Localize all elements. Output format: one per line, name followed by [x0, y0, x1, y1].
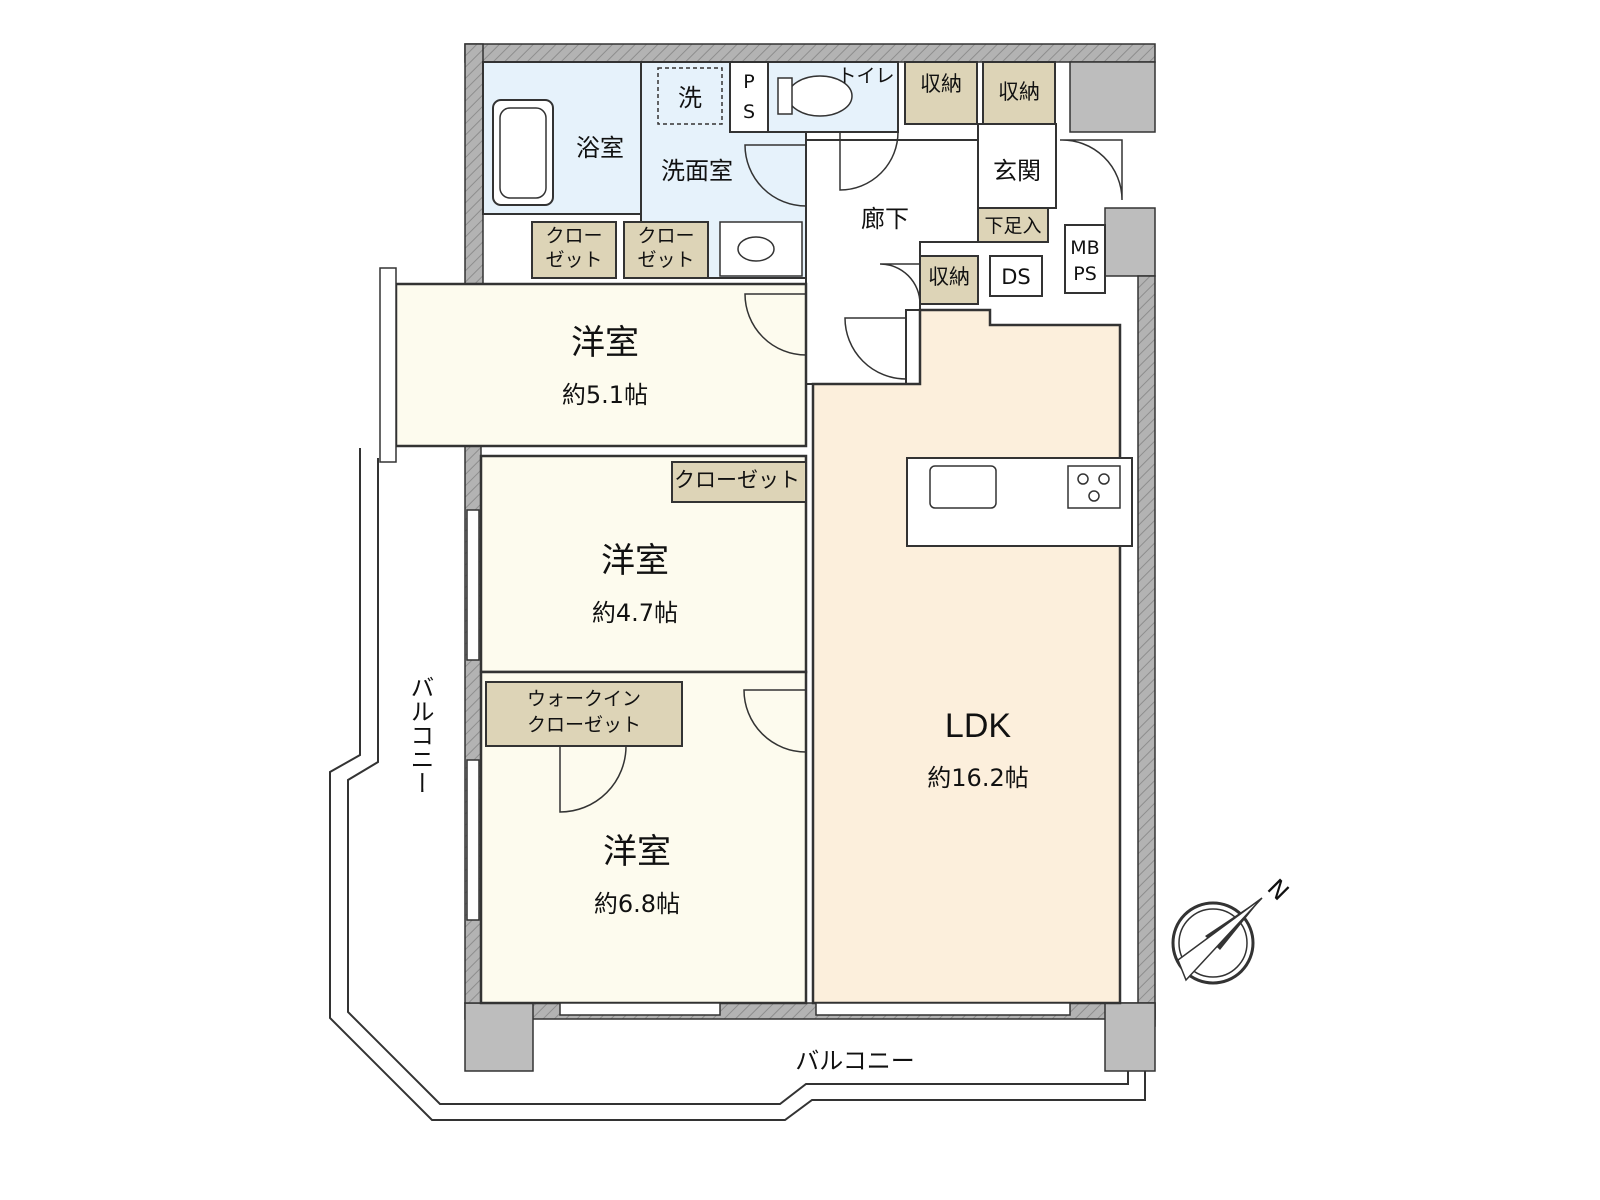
room3-size: 約6.8帖: [594, 890, 680, 918]
room2-size: 約4.7帖: [592, 599, 678, 627]
burner-1: [1077, 473, 1089, 485]
column-bottom-right: [1104, 1002, 1156, 1072]
ds-label: DS: [1001, 265, 1031, 289]
stove: [1067, 465, 1121, 509]
washer-pan: [657, 67, 723, 125]
kitchen-sink: [929, 465, 997, 509]
ldk-label: LDK: [945, 707, 1011, 745]
ps-label-p: P: [743, 71, 754, 93]
burner-2: [1098, 473, 1110, 485]
closet-a-label-1: クロー: [545, 225, 602, 247]
ps-shaft-top: [729, 61, 769, 133]
storage-c: [919, 255, 979, 305]
door-swing-toilet: [839, 131, 899, 191]
closet-b-label-1: クロー: [637, 225, 694, 247]
compass-icon: N: [1171, 874, 1294, 985]
ldk-area: [811, 308, 1122, 1005]
door-swing-wic: [559, 745, 627, 813]
toilet-tank: [777, 77, 793, 115]
bathtub: [492, 99, 554, 206]
mbps-shaft: [1064, 224, 1106, 294]
bath-label: 浴室: [576, 134, 624, 162]
sink-basin: [737, 236, 775, 262]
room1-size: 約5.1帖: [562, 381, 648, 409]
balcony-bottom-label: バルコニー: [795, 1047, 915, 1075]
ldk-size: 約16.2帖: [927, 764, 1028, 792]
wic-label-1: ウォークイン: [527, 688, 641, 710]
toilet-label: トイレ: [837, 65, 894, 87]
storage-b: [982, 61, 1056, 125]
mbps-label-2: PS: [1073, 263, 1097, 285]
storage-a-label: 収納: [920, 72, 962, 96]
balcony-outline: [329, 448, 1146, 1121]
burner-3: [1088, 490, 1100, 502]
wall-column-right: [1104, 207, 1156, 277]
door-swing-room3: [743, 689, 807, 753]
mbps-label-1: MB: [1070, 237, 1099, 259]
wic-label-2: クローゼット: [527, 714, 641, 736]
room1-window: [379, 267, 397, 463]
window-room2: [466, 509, 480, 661]
room1-label: 洋室: [571, 323, 639, 363]
storage-c-label: 収納: [928, 265, 970, 289]
room3-label: 洋室: [603, 832, 671, 872]
compass-label: N: [1262, 874, 1294, 906]
door-swing-washroom: [744, 144, 807, 207]
closet-b-label-2: ゼット: [637, 249, 694, 271]
washroom-label: 洗面室: [661, 157, 733, 185]
closet-b: [623, 221, 709, 279]
room2-label: 洋室: [601, 541, 669, 581]
corridor-label: 廊下: [861, 205, 909, 233]
ds-shaft: [989, 255, 1043, 297]
column-bottom-left: [464, 1002, 534, 1072]
wall-right-top: [1069, 61, 1156, 133]
shoe-cabinet: [977, 207, 1049, 243]
window-room3: [466, 759, 480, 921]
window-bottom-2: [815, 1002, 1071, 1016]
balcony-side-label: バルコニー: [406, 675, 434, 795]
door-swing-room1: [744, 293, 807, 356]
closet-a: [531, 221, 617, 279]
room1-area: [394, 282, 808, 448]
entrance-label: 玄関: [993, 157, 1041, 185]
wall-right: [1137, 275, 1156, 1027]
storage-b-label: 収納: [998, 80, 1040, 104]
closet-c: [671, 461, 807, 503]
bathtub-inner: [499, 107, 547, 199]
shoe-label: 下足入: [984, 215, 1041, 237]
washer-label: 洗: [678, 84, 702, 112]
door-swing-entrance: [1059, 139, 1123, 201]
door-swing-ldk: [844, 317, 907, 380]
balcony-outline-inner: [347, 458, 1129, 1105]
door-swing-storage: [879, 263, 921, 305]
wall-top: [464, 43, 1156, 63]
window-bottom-1: [559, 1002, 721, 1016]
ps-label-s: S: [743, 101, 755, 123]
wic-area: [485, 681, 683, 747]
closet-a-label-2: ゼット: [545, 249, 602, 271]
storage-a: [904, 61, 978, 125]
closet-c-label: クローゼット: [674, 468, 800, 492]
wall-left-top: [464, 43, 484, 285]
